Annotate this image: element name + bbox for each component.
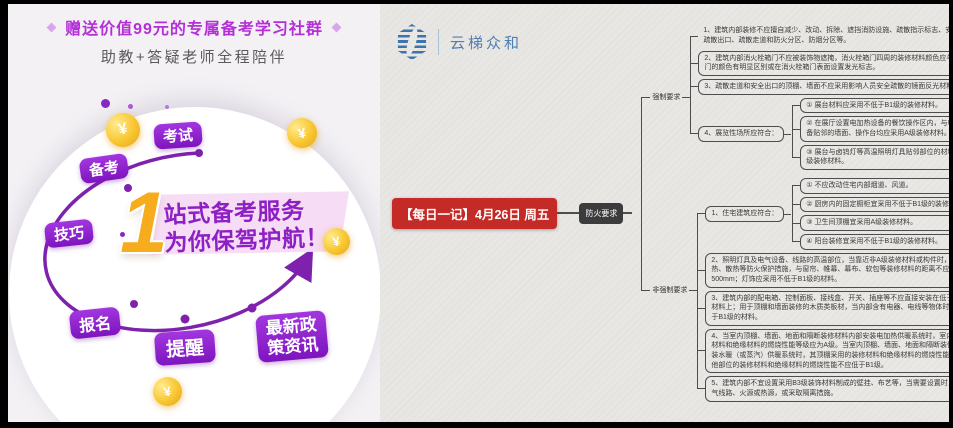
logo-divider [438,29,439,55]
branches: 强制要求 1、建筑内部装修不应擅自减少、改动、拆除、遮挡消防设施、疏散指示标志、安… [641,24,949,402]
subtopic-items: ① 展台材料应采用不低于B1级的装修材料。 ② 在展厅设置电加热设备的餐饮操作区内… [792,97,949,171]
tag-badge-skills: 技巧 [43,218,95,249]
branch-items: 1、住宅建筑应符合： ① 不应改动住宅内部烟道、风道。 ② 厨房内的固定橱柜宜采用不… [697,178,949,402]
brand-name: 云梯众和 [450,34,523,52]
mindmap-subtopic-label: 4、展览性场所应符合： [698,126,792,142]
mindmap-item-row: 1、建筑内部装修不应擅自减少、改动、拆除、遮挡消防设施、疏散指示标志、安全出口、… [690,24,949,47]
connector-line [557,212,580,214]
promo-slogan: 站式备考服务 为你保驾护航！ [163,195,329,257]
mindmap-item-row: 4、展览性场所应符合： ① 展台材料应采用不低于B1级的装修材料。 ② 在展厅设置电… [690,97,949,171]
date-box: 【每日一记】4月26日 周五 [392,197,558,229]
mindmap-subitem: ① 不应改动住宅内部烟道、风道。 [800,178,949,194]
mindmap-subitem-row: ① 展台材料应采用不低于B1级的装修材料。 [792,97,949,114]
mindmap-item: 2、照明灯具及电气设备、线路的高温部位，当靠近非A级装修材料或构件时，应采取隔热… [705,252,949,288]
mindmap-item-row: 2、照明灯具及电气设备、线路的高温部位，当靠近非A级装修材料或构件时，应采取隔热… [697,252,949,288]
mindmap-item: 5、建筑内部不宜设置采用B3级装饰材料制成的壁挂、布艺等，当需要设置时，不应靠近… [705,376,949,402]
mindmap-subtopic-label: 1、住宅建筑应符合： [705,206,792,222]
mindmap-item: 1、建筑内部装修不应擅自减少、改动、拆除、遮挡消防设施、疏散指示标志、安全出口、… [703,27,949,45]
mindmap-panel: 云梯众和 【每日一记】4月26日 周五 防火要求 强制要求 1、建筑内部装修不应擅… [380,4,949,422]
mindmap-subitem-row: ③ 卫生间顶棚宜采用A级装修材料。 [792,215,949,231]
dot-decoration [128,104,133,109]
subtopic-items: ① 不应改动住宅内部烟道、风道。 ② 厨房内的固定橱柜宜采用不低于B1级的装修材料… [792,178,949,250]
mindmap-item-row: 3、建筑内部的配电箱、控制面板、接线盒、开关、插座等不应直接安装在低于B1级的装… [697,290,949,326]
promo-header: 赠送价值99元的专属备考学习社群 助教+答疑老师全程陪伴 [8,15,380,67]
mindmap-item: 3、疏散走道和安全出口的顶棚、墙面不应采用影响人员安全疏散的镜面反光材料。 [698,79,949,95]
mindmap-subitem: ④ 阳台装修宜采用不低于B1级的装修材料。 [800,234,949,250]
promo-panel: 赠送价值99元的专属备考学习社群 助教+答疑老师全程陪伴 考试 备考 技巧 报名… [8,4,380,422]
mindmap-subitem-row: ② 在展厅设置电加热设备的餐饮操作区内，与电加热设备贴邻的墙面、操作台均应采用A… [792,116,949,142]
logo-swoosh-decoration [404,27,420,57]
tag-badge-exam: 考试 [153,121,203,150]
content-area: 赠送价值99元的专属备考学习社群 助教+答疑老师全程陪伴 考试 备考 技巧 报名… [8,4,949,422]
big-number: 1 [120,175,168,271]
branch-label: 强制要求 [641,90,691,104]
mindmap-item: 4、当室内顶棚、墙面、地面和隔断装修材料内部安装电加热供暖系统时，室内采用的装修… [705,328,949,374]
brand-logo: 云梯众和 [396,24,522,60]
mindmap-item: 2、建筑内部消火栓箱门不应被装饰物遮掩，消火栓箱门四周的装修材料颜色应与消火栓箱… [698,50,949,77]
tag-badge-policy-news: 最新政策资讯 [255,310,329,364]
diamond-icon [331,22,342,32]
mindmap-item-row: 5、建筑内部不宜设置采用B3级装饰材料制成的壁挂、布艺等，当需要设置时，不应靠近… [697,376,949,402]
promo-headline: 赠送价值99元的专属备考学习社群 [65,21,323,38]
mindmap-subitem-row: ③ 展台与卤钨灯等高温照明灯具贴邻部位的材料应采用A级装修材料。 [792,144,949,171]
branch-items: 1、建筑内部装修不应擅自减少、改动、拆除、遮挡消防设施、疏散指示标志、安全出口、… [690,24,949,171]
promo-subheadline: 助教+答疑老师全程陪伴 [100,49,288,66]
mindmap-branch: 强制要求 1、建筑内部装修不应擅自减少、改动、拆除、遮挡消防设施、疏散指示标志、安… [641,24,949,171]
mindmap-subitem: ② 厨房内的固定橱柜宜采用不低于B1级的装修材料。 [800,196,949,213]
mindmap-subitem: ③ 展台与卤钨灯等高温照明灯具贴邻部位的材料应采用A级装修材料。 [800,144,949,171]
dot-decoration [120,232,125,237]
mindmap-subitem-row: ④ 阳台装修宜采用不低于B1级的装修材料。 [792,234,949,250]
tag-badge-signup: 报名 [68,306,122,340]
mindmap-root-node: 防火要求 [579,202,624,224]
mindmap-subitem-row: ① 不应改动住宅内部烟道、风道。 [792,178,949,194]
promo-circle-background [9,107,380,422]
slogan-line2: 为你保驾护航！ [164,224,330,256]
mindmap-subitem: ① 展台材料应采用不低于B1级的装修材料。 [800,97,949,114]
branch-label: 非强制要求 [641,283,698,297]
mindmap-branch: 非强制要求 1、住宅建筑应符合： ① 不应改动住宅内部烟道、风道。 ② 厨房内的固定橱… [641,178,949,402]
mindmap-subitem: ② 在展厅设置电加热设备的餐饮操作区内，与电加热设备贴邻的墙面、操作台均应采用A… [800,116,949,142]
connector-line [623,212,633,214]
mindmap-item-row: 3、疏散走道和安全出口的顶棚、墙面不应采用影响人员安全疏散的镜面反光材料。 [690,79,949,95]
mindmap-subitem-row: ② 厨房内的固定橱柜宜采用不低于B1级的装修材料。 [792,196,949,213]
mindmap-subitem: ③ 卫生间顶棚宜采用A级装修材料。 [800,215,949,231]
mindmap-item-row: 1、住宅建筑应符合： ① 不应改动住宅内部烟道、风道。 ② 厨房内的固定橱柜宜采用不… [697,178,949,250]
mindmap-item-row: 4、当室内顶棚、墙面、地面和隔断装修材料内部安装电加热供暖系统时，室内采用的装修… [697,328,949,374]
diamond-icon [46,22,57,32]
tag-badge-reminder: 提醒 [153,328,217,367]
mindmap: 【每日一记】4月26日 周五 防火要求 强制要求 1、建筑内部装修不应擅自减少、改… [380,4,949,422]
dot-decoration [165,105,169,109]
striped-globe-icon [397,24,427,60]
dot-decoration [101,99,110,108]
mindmap-item: 3、建筑内部的配电箱、控制面板、接线盒、开关、插座等不应直接安装在低于B1级的装… [705,290,949,326]
mindmap-item-row: 2、建筑内部消火栓箱门不应被装饰物遮掩，消火栓箱门四周的装修材料颜色应与消火栓箱… [690,50,949,77]
